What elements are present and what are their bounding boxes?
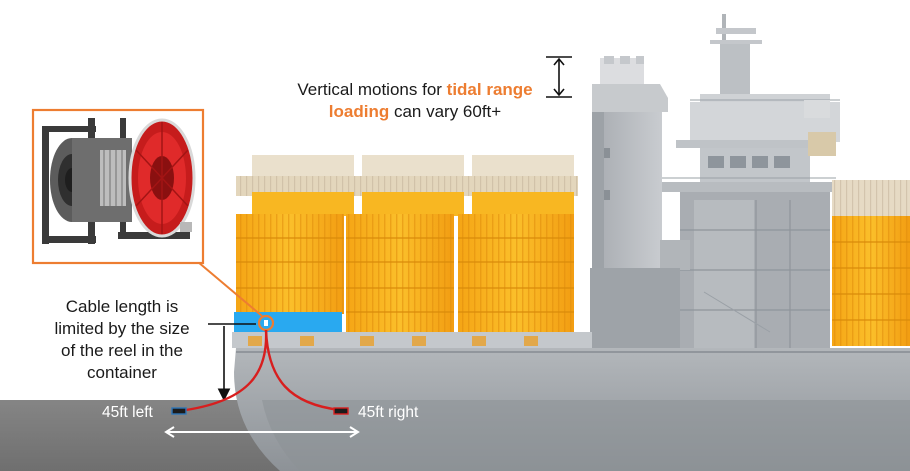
container-stack-right bbox=[832, 180, 910, 346]
ship-funnel bbox=[590, 56, 690, 350]
cable-caption-line-1: Cable length is bbox=[32, 296, 212, 318]
left-distance-label: 45ft left bbox=[102, 404, 153, 422]
cable-length-caption: Cable length is limited by the size of t… bbox=[32, 296, 212, 384]
vertical-motion-caption: Vertical motions for tidal range loading… bbox=[270, 79, 560, 123]
container-stack-middle bbox=[346, 192, 464, 334]
cable-caption-line-2: limited by the size bbox=[32, 318, 212, 340]
container-stack-right-of-middle bbox=[458, 192, 574, 334]
right-distance-label: 45ft right bbox=[358, 404, 418, 422]
cable-caption-line-3: of the reel in the bbox=[32, 340, 212, 362]
ship-superstructure bbox=[660, 14, 840, 352]
container-stack-left bbox=[236, 192, 354, 314]
caption-line2-text: can vary 60ft+ bbox=[389, 102, 501, 121]
right-cable-plug bbox=[334, 408, 348, 414]
loading-highlight: loading bbox=[329, 102, 389, 121]
reel-container bbox=[234, 312, 342, 334]
container-top-row bbox=[236, 155, 578, 196]
tidal-range-highlight: tidal range bbox=[447, 80, 533, 99]
left-cable-plug bbox=[172, 408, 186, 414]
caption-line1-text: Vertical motions for bbox=[297, 80, 446, 99]
reel-callout bbox=[33, 110, 203, 263]
cable-caption-line-4: container bbox=[32, 362, 212, 384]
